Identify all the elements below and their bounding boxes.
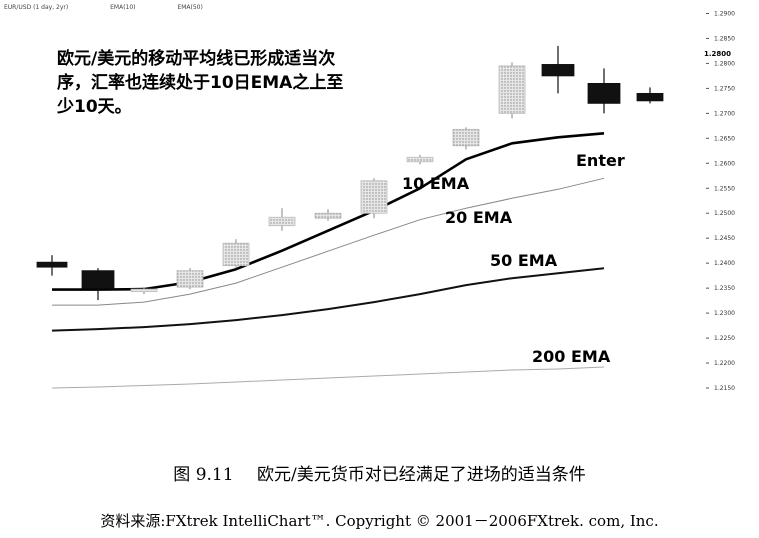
y-tick-label: 1.2750 <box>714 85 735 92</box>
figure-title: 欧元/美元货币对已经满足了进场的适当条件 <box>256 465 586 485</box>
candle-body <box>498 65 526 114</box>
y-tick-label: 1.2700 <box>714 110 735 117</box>
y-tick-label: 1.2850 <box>714 35 735 42</box>
legend-ema50-label: EMA(50) <box>177 4 203 11</box>
candlestick-chart: 1.2900 1.2850 1.2800 1.2750 1.2700 1.2650 1.26… <box>36 10 735 392</box>
candle-body <box>176 270 204 288</box>
y-tick-label-current: 1.2800 <box>704 50 731 58</box>
candle-body <box>360 180 388 214</box>
candle-body <box>541 64 575 77</box>
series-label: 50 EMA <box>490 251 558 270</box>
y-tick-label: 1.2250 <box>714 335 735 342</box>
candle-body <box>268 216 296 227</box>
figure-source: 资料来源:FXtrek IntelliChart™. Copyright © 2… <box>100 512 659 530</box>
y-tick-label: 1.2600 <box>714 160 735 167</box>
figure-caption: 图 9.11 欧元/美元货币对已经满足了进场的适当条件 <box>0 460 759 485</box>
legend-pair-label: EUR/USD (1 day, 2yr) <box>4 4 69 11</box>
y-tick-label: 1.2500 <box>714 210 735 217</box>
candle-body <box>636 92 664 102</box>
chart-legend: EUR/USD (1 day, 2yr) EMA(10) EMA(50) <box>4 4 243 11</box>
candle-body <box>36 261 68 268</box>
ema-line-2 <box>52 177 605 306</box>
candle-body <box>406 156 434 163</box>
y-tick-label: 1.2650 <box>714 135 735 142</box>
candle-body <box>452 128 480 147</box>
series-label: 20 EMA <box>445 208 513 227</box>
candle-body <box>130 288 158 293</box>
y-tick-label: 1.2550 <box>714 185 735 192</box>
y-tick-label: 1.2900 <box>714 10 735 17</box>
y-tick-label: 1.2450 <box>714 235 735 242</box>
legend-ema10-label: EMA(10) <box>110 4 136 11</box>
candle-body <box>222 242 250 267</box>
figure-number: 图 9.11 <box>173 465 234 485</box>
y-tick-label: 1.2400 <box>714 260 735 267</box>
enter-label: Enter <box>576 151 625 170</box>
series-label: 200 EMA <box>532 347 611 366</box>
y-tick-label: 1.2150 <box>714 385 735 392</box>
candle-body <box>587 83 621 104</box>
chart-annotation: 欧元/美元的移动平均线已形成适当次序，汇率也连续处于10日EMA之上至少10天。 <box>57 49 344 117</box>
y-tick-label: 1.2200 <box>714 360 735 367</box>
y-tick-label: 1.2350 <box>714 285 735 292</box>
y-tick-label: 1.2800 <box>714 60 735 67</box>
ema-line-4 <box>51 366 605 389</box>
y-tick-label: 1.2300 <box>714 310 735 317</box>
candle-body <box>314 212 342 219</box>
ema-line-3 <box>51 267 605 332</box>
series-label: 10 EMA <box>402 174 470 193</box>
candle-body <box>81 270 115 289</box>
